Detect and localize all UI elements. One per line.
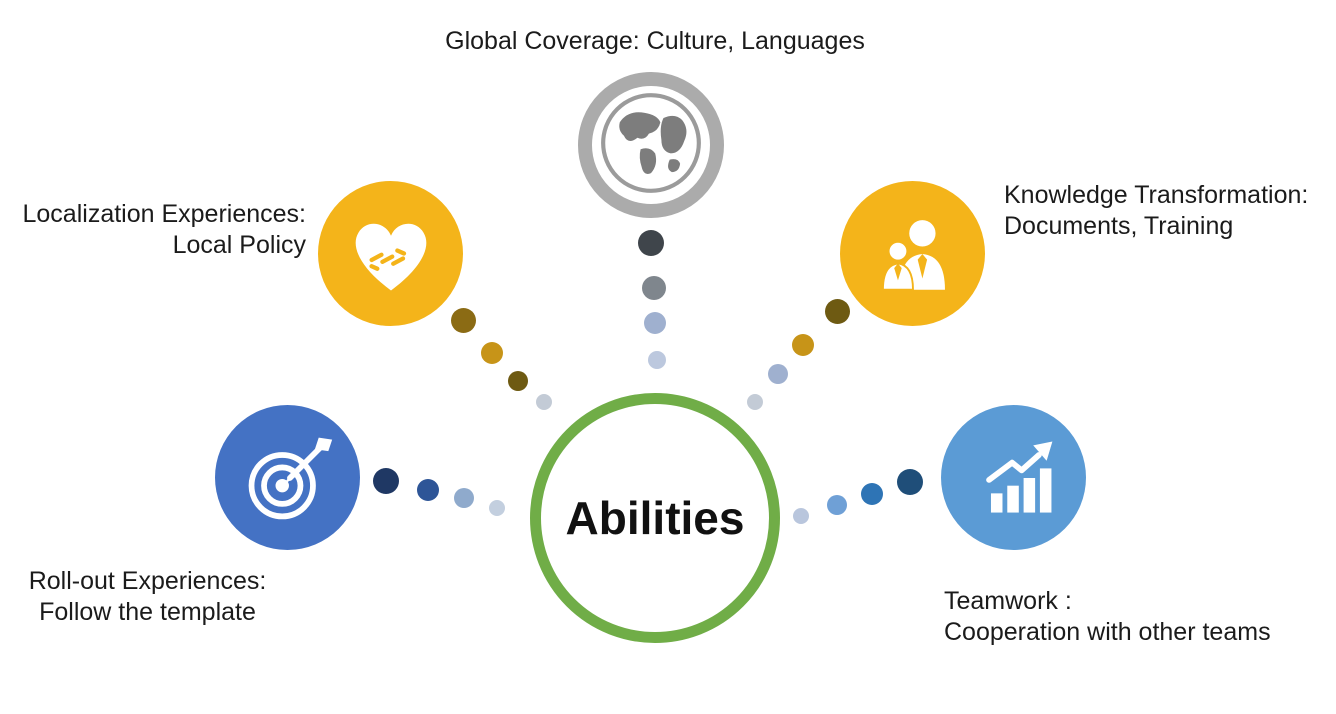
trail-dot [638, 230, 664, 256]
trail-dot [827, 495, 847, 515]
label-teamwork: Teamwork : Cooperation with other teams [944, 586, 1336, 648]
trail-dot [454, 488, 474, 508]
trail-dot [747, 394, 763, 410]
label-rollout: Roll-out Experiences: Follow the templat… [5, 566, 290, 628]
center-abilities-circle: Abilities [530, 393, 780, 643]
label-localization-line1: Localization Experiences: [22, 200, 307, 228]
trail-dot [536, 394, 552, 410]
trail-dot [825, 299, 850, 324]
trail-dot [861, 483, 883, 505]
trail-dot [897, 469, 923, 495]
label-rollout-line2: Follow the template [39, 598, 256, 626]
node-localization [318, 181, 463, 326]
trail-dot [489, 500, 505, 516]
handshake-heart-icon [343, 206, 439, 302]
node-knowledge [840, 181, 985, 326]
label-knowledge-line1: Knowledge Transformation: [1004, 181, 1309, 209]
trail-dot [451, 308, 476, 333]
node-teamwork [941, 405, 1086, 550]
globe-icon [599, 91, 703, 200]
node-rollout [215, 405, 360, 550]
center-title: Abilities [565, 492, 745, 544]
trail-dot [793, 508, 809, 524]
trail-dot [481, 342, 503, 364]
node-global-coverage [578, 72, 724, 218]
people-icon [866, 207, 960, 301]
label-knowledge: Knowledge Transformation: Documents, Tra… [1004, 180, 1334, 242]
trail-dot [417, 479, 439, 501]
trail-dot [373, 468, 399, 494]
trail-dot [768, 364, 788, 384]
label-localization: Localization Experiences: Local Policy [0, 199, 307, 261]
label-teamwork-line2: Cooperation with other teams [944, 618, 1271, 646]
label-global-coverage: Global Coverage: Culture, Languages [380, 26, 930, 57]
trail-dot [644, 312, 666, 334]
label-rollout-line1: Roll-out Experiences: [28, 567, 267, 595]
trail-dot [508, 371, 528, 391]
label-localization-line2: Local Policy [172, 231, 306, 259]
trail-dot [648, 351, 666, 369]
target-dart-icon [240, 430, 336, 526]
trail-dot [792, 334, 814, 356]
label-global-coverage-line1: Global Coverage: Culture, Languages [445, 27, 865, 55]
label-knowledge-line2: Documents, Training [1004, 212, 1234, 240]
trail-dot [642, 276, 666, 300]
label-teamwork-line1: Teamwork : [944, 587, 1072, 615]
bar-chart-arrow-icon [966, 430, 1062, 526]
